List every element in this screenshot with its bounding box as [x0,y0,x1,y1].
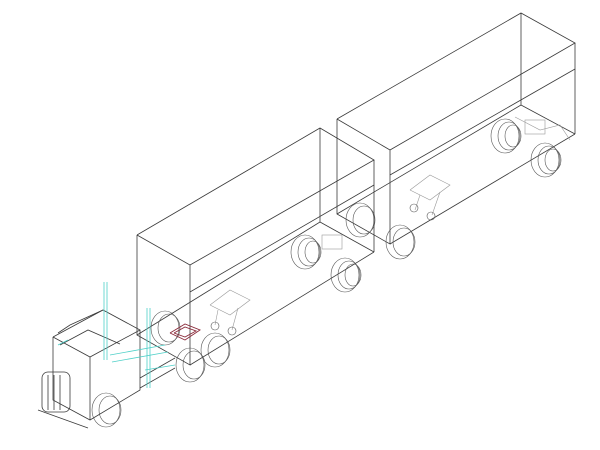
rear-trailer-box [336,12,576,245]
exhaust-stacks [57,282,176,388]
tractor-rear-wheels [150,310,231,383]
converter-dolly [345,174,451,260]
front-trailer-wheels [290,234,362,293]
fifth-wheel [169,323,201,341]
front-trailer-box [136,127,375,366]
rear-trailer-wheels [490,116,571,178]
landing-gear [209,289,251,336]
tractor-cab [37,309,176,429]
